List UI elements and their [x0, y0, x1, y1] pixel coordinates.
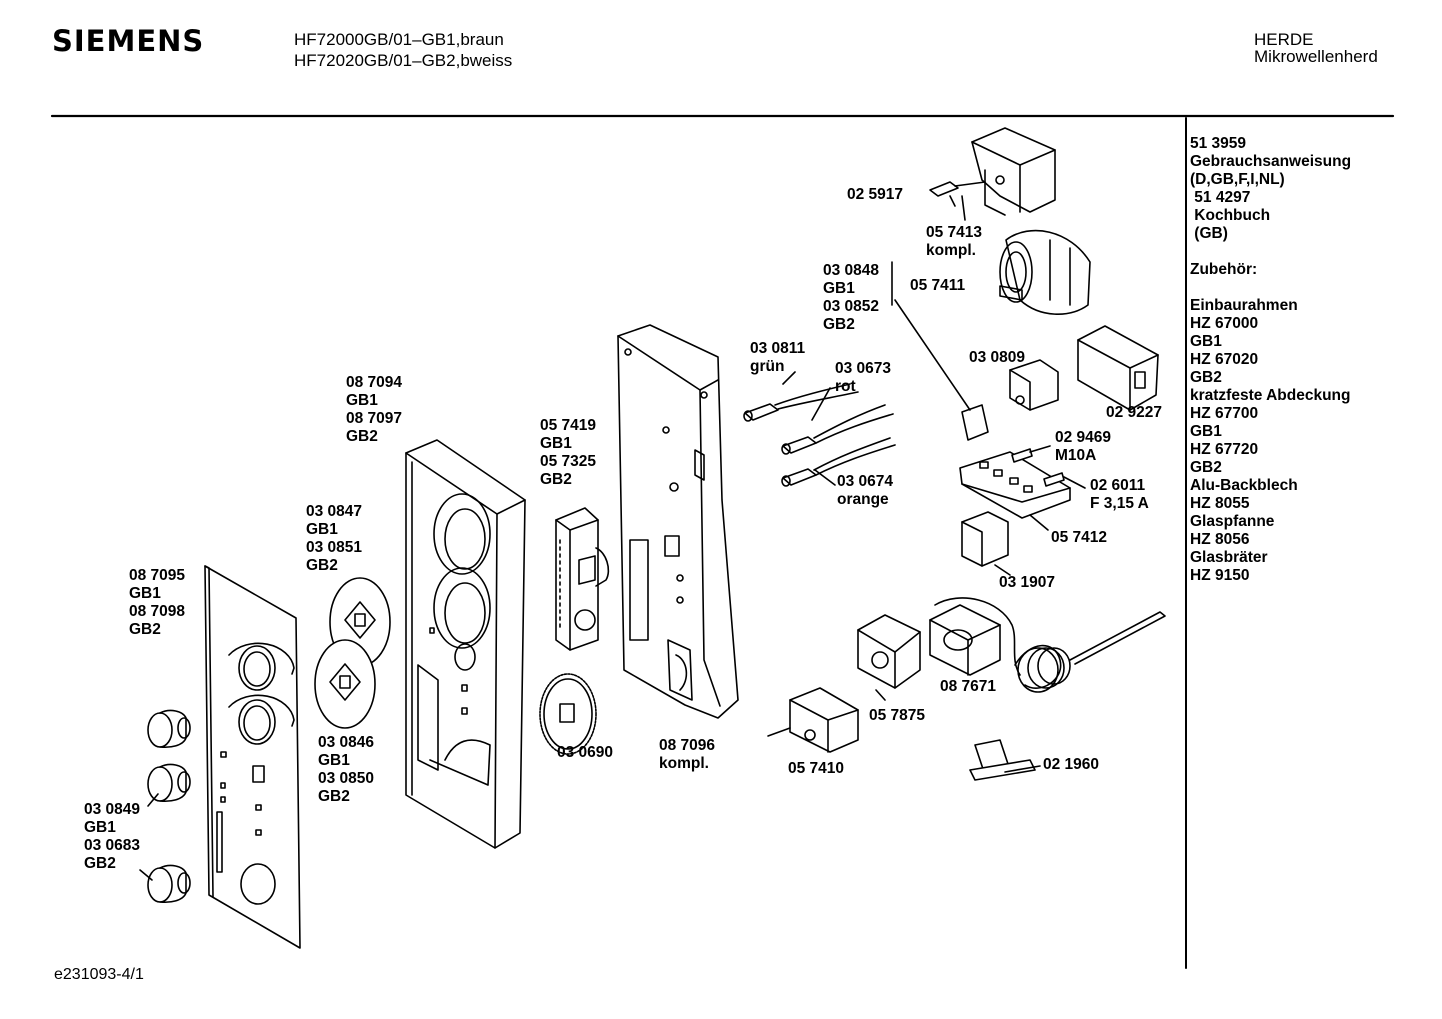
accessories-list: 51 3959 Gebrauchsanweisung (D,GB,F,I,NL)…: [1190, 135, 1351, 585]
sidebar-line: kratzfeste Abdeckung: [1190, 387, 1351, 404]
model-line-1: HF72000GB/01–GB1,braun: [294, 30, 504, 49]
sidebar-line: HZ 9150: [1190, 567, 1250, 584]
sidebar-line: 51 3959: [1190, 135, 1247, 152]
part-label-057875: 05 7875: [869, 707, 926, 724]
sidebar-line: HZ 67700: [1190, 405, 1259, 422]
sidebar-line: GB2: [1190, 369, 1222, 386]
part-label-021960: 02 1960: [1043, 756, 1100, 773]
part-label-030809: 03 0809: [969, 349, 1026, 366]
category-line-2: Mikrowellenherd: [1254, 47, 1378, 66]
sidebar-line: GB1: [1190, 423, 1222, 440]
sidebar-line: HZ 8056: [1190, 531, 1250, 548]
sidebar-line: Gebrauchsanweisung: [1190, 153, 1352, 170]
part-label-025917: 02 5917: [847, 186, 904, 203]
sidebar-line: Zubehör:: [1190, 261, 1258, 278]
sidebar-line: Alu-Backblech: [1190, 477, 1298, 494]
sidebar-line: GB2: [1190, 459, 1222, 476]
part-label-057411: 05 7411: [910, 277, 966, 294]
part-label-031907: 03 1907: [999, 574, 1056, 591]
sidebar-line: Einbaurahmen: [1190, 297, 1298, 314]
sidebar-line: [1190, 243, 1351, 261]
category-line-1: HERDE: [1254, 30, 1314, 49]
document-id: e231093-4/1: [54, 966, 144, 983]
sidebar-line: Glasbräter: [1190, 549, 1268, 566]
sidebar-line: Glaspfanne: [1190, 513, 1275, 530]
part-label-087671: 08 7671: [940, 678, 997, 695]
sidebar-line: (GB): [1190, 225, 1228, 242]
sidebar-line: 51 4297: [1190, 189, 1251, 206]
sidebar-line: Kochbuch: [1190, 207, 1271, 224]
sidebar-line: HZ 67020: [1190, 351, 1259, 368]
sidebar-line: (D,GB,F,I,NL): [1190, 171, 1285, 188]
part-label-057410: 05 7410: [788, 760, 845, 777]
part-label-030690: 03 0690: [557, 744, 614, 761]
sidebar-line: GB1: [1190, 333, 1222, 350]
brand-logo: SIEMENS: [52, 24, 205, 58]
part-label-029227: 02 9227: [1106, 404, 1163, 421]
model-line-2: HF72020GB/01–GB2,bweiss: [294, 51, 513, 70]
sidebar-line: [1190, 279, 1351, 297]
sidebar-line: HZ 67000: [1190, 315, 1259, 332]
sidebar-line: HZ 8055: [1190, 495, 1250, 512]
sidebar-line: HZ 67720: [1190, 441, 1259, 458]
part-label-057412: 05 7412: [1051, 529, 1108, 546]
